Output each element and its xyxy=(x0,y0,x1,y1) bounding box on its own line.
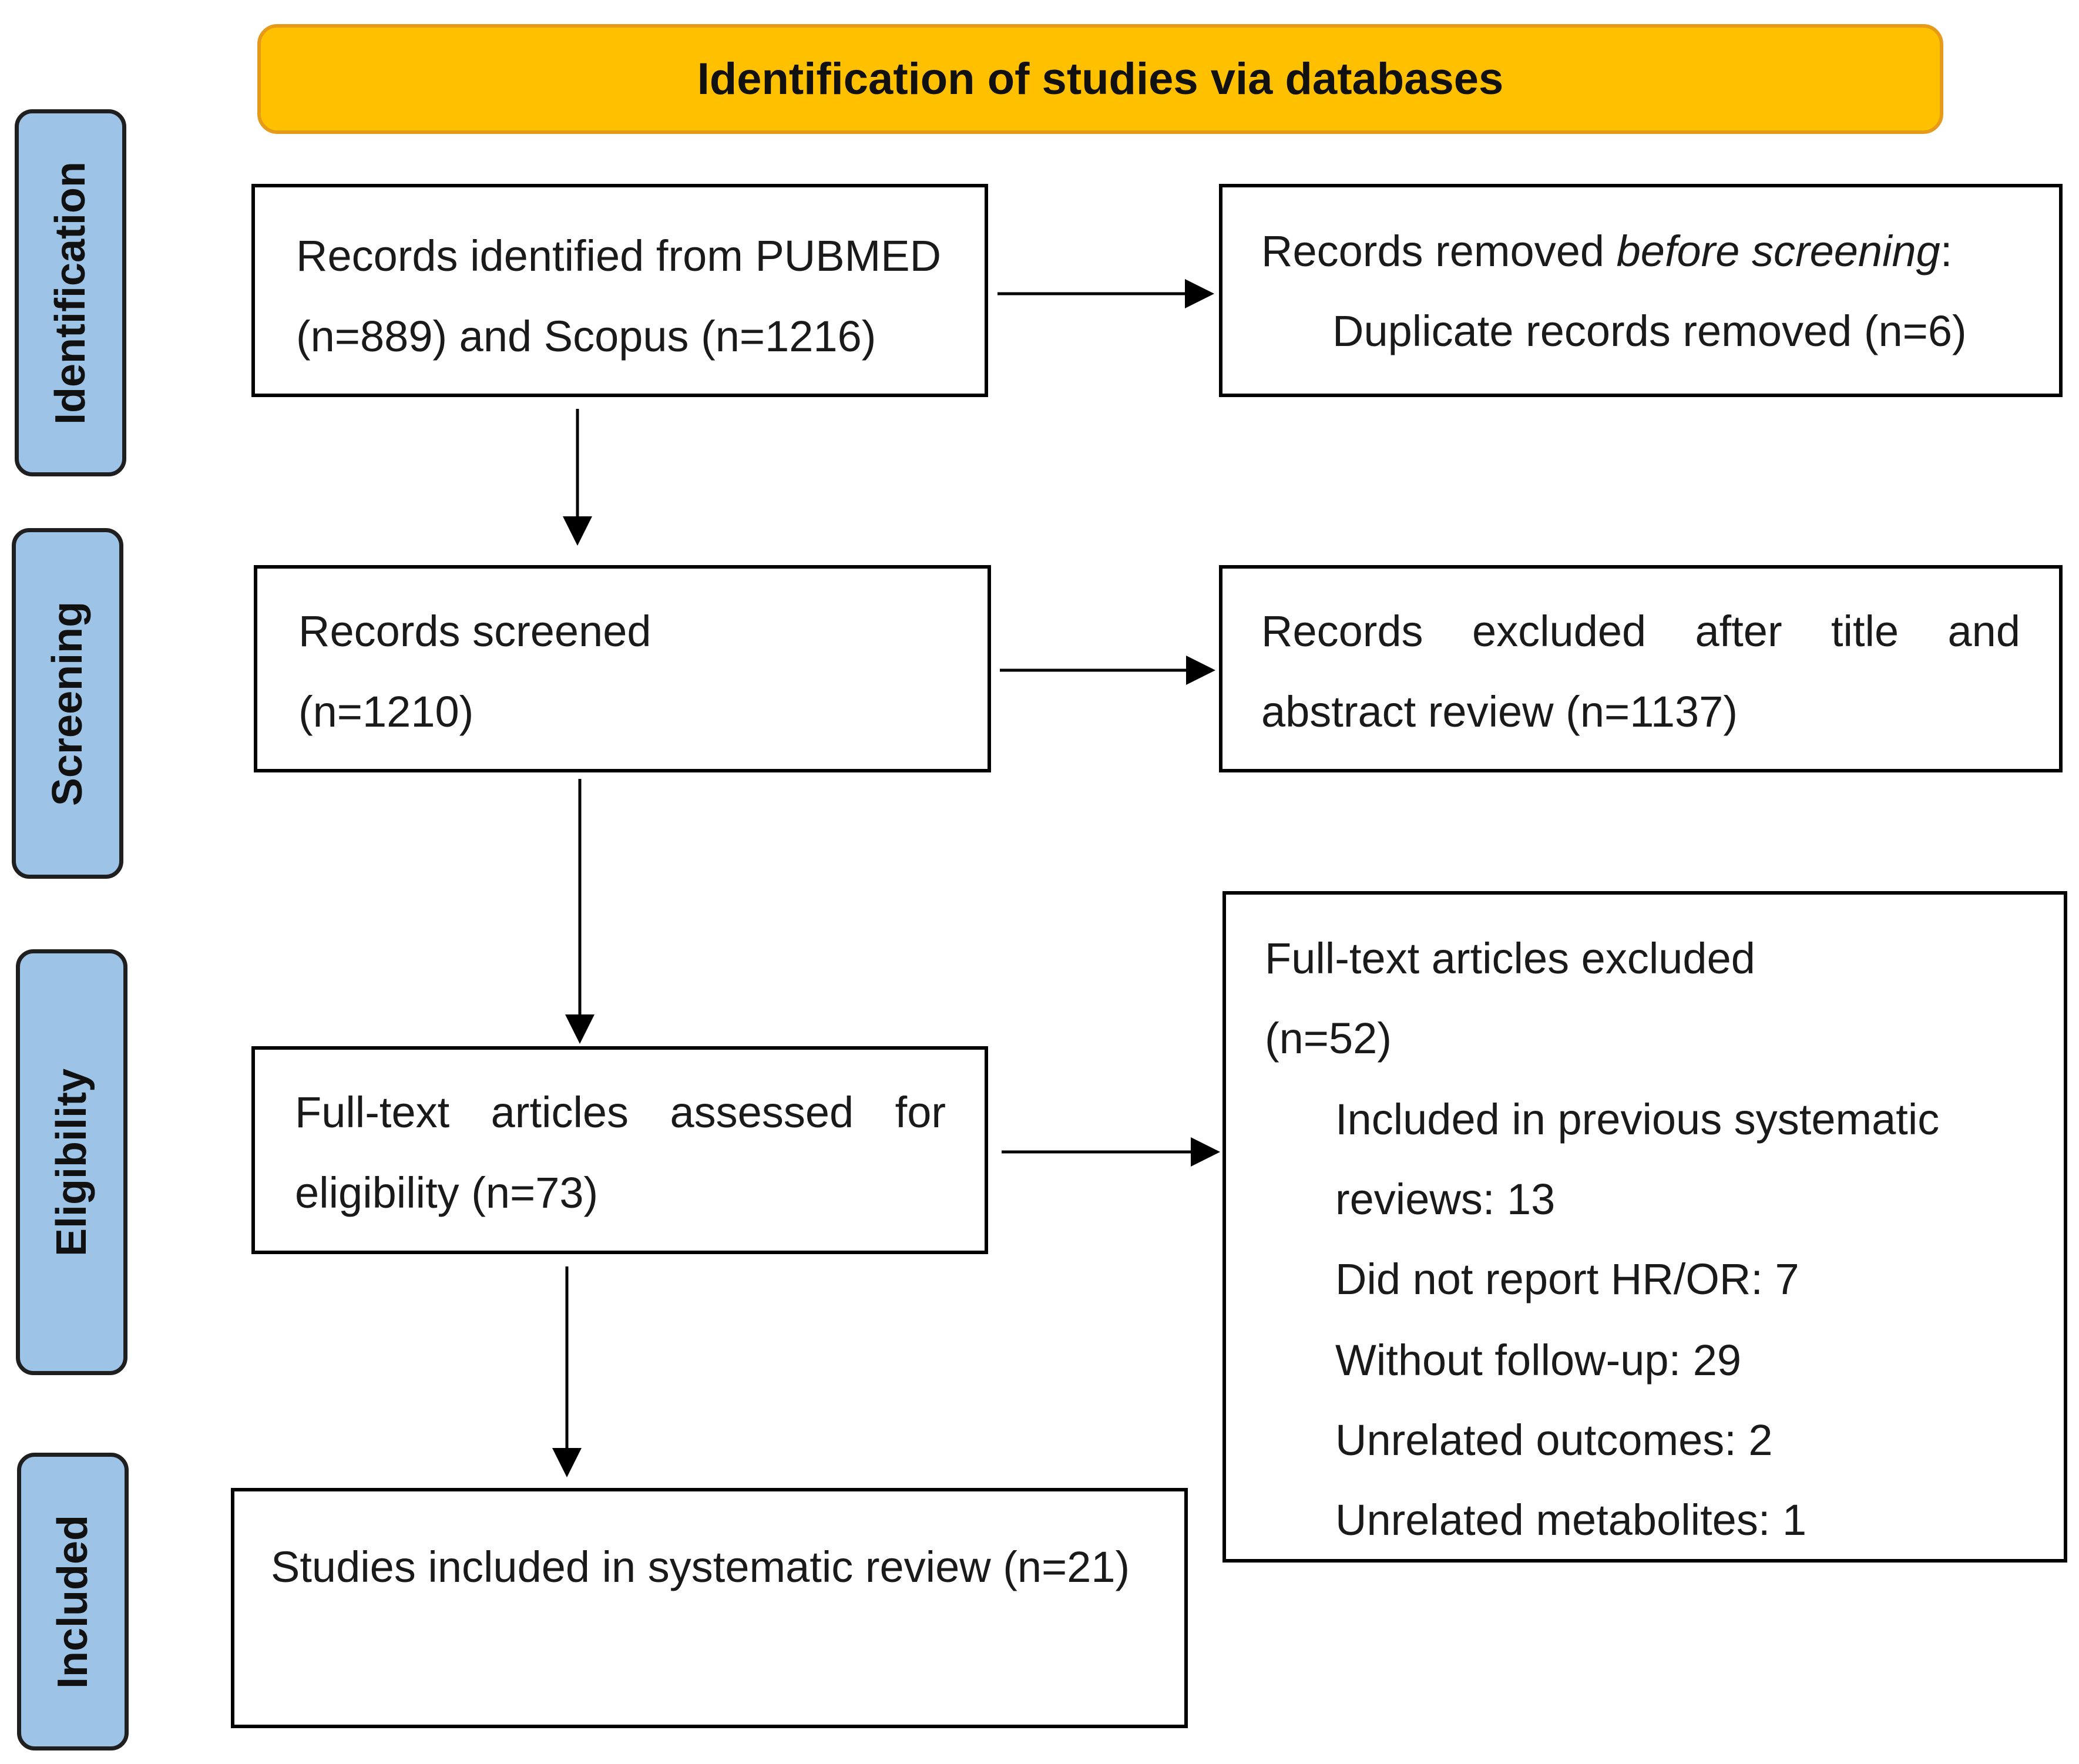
fulltext-assessed-line2: eligibility (n=73) xyxy=(295,1168,599,1217)
fulltext-assessed-word: Full-text xyxy=(295,1088,450,1137)
records-excluded-word: title xyxy=(1831,607,1899,656)
records-screened-line1: Records screened xyxy=(298,607,651,656)
records-screened-line2: (n=1210) xyxy=(298,687,474,736)
stage-screening: Screening xyxy=(12,528,123,879)
stage-included: Included xyxy=(17,1453,129,1750)
records-excluded-line1: Records excluded after title and xyxy=(1261,610,2020,653)
exclusion-reason: Unrelated outcomes: 2 xyxy=(1335,1416,1773,1464)
stage-eligibility: Eligibility xyxy=(16,949,127,1375)
studies-included-box: Studies included in systematic review (n… xyxy=(231,1488,1188,1728)
records-identified-line1: Records identified from PUBMED xyxy=(296,231,942,280)
fulltext-assessed-word: articles xyxy=(491,1088,629,1137)
exclusion-reason: Included in previous systematic xyxy=(1335,1095,1940,1144)
records-excluded-word: excluded xyxy=(1472,607,1647,656)
records-removed-line1: Records removed before screening: xyxy=(1261,230,1952,273)
records-screened-box: Records screened (n=1210) xyxy=(254,565,991,772)
fulltext-excluded-box: Full-text articles excluded (n=52) Inclu… xyxy=(1222,891,2067,1563)
fulltext-assessed-word: for xyxy=(895,1088,946,1137)
exclusion-reason: Without follow-up: 29 xyxy=(1335,1336,1742,1385)
stage-identification: Identification xyxy=(15,109,126,476)
header-title: Identification of studies via databases xyxy=(697,54,1504,104)
records-excluded-box: Records excluded after title and abstrac… xyxy=(1219,565,2063,772)
fulltext-assessed-line1: Full-text articles assessed for xyxy=(295,1091,946,1134)
fulltext-assessed-word: assessed xyxy=(670,1088,854,1137)
records-excluded-word: and xyxy=(1947,607,2020,656)
records-identified-line2: (n=889) and Scopus (n=1216) xyxy=(296,312,876,361)
records-removed-suffix: : xyxy=(1940,227,1953,275)
header-banner: Identification of studies via databases xyxy=(257,24,1943,134)
records-removed-prefix: Records removed xyxy=(1261,227,1617,275)
fulltext-excluded-line1: Full-text articles excluded xyxy=(1265,934,1755,983)
fulltext-excluded-line2: (n=52) xyxy=(1265,1014,1392,1063)
exclusion-reason: Unrelated metabolites: 1 xyxy=(1335,1496,1807,1544)
records-removed-line2: Duplicate records removed (n=6) xyxy=(1332,307,1967,355)
records-removed-box: Records removed before screening: Duplic… xyxy=(1219,184,2063,397)
records-excluded-word: Records xyxy=(1261,607,1423,656)
records-excluded-word: after xyxy=(1695,607,1782,656)
studies-included-line1: Studies included in systematic review (n… xyxy=(271,1543,1130,1591)
records-excluded-line2: abstract review (n=1137) xyxy=(1261,687,1738,736)
records-identified-box: Records identified from PUBMED (n=889) a… xyxy=(251,184,988,397)
fulltext-assessed-box: Full-text articles assessed for eligibil… xyxy=(251,1046,988,1254)
records-removed-italic: before screening xyxy=(1616,227,1940,275)
exclusion-reason: Did not report HR/OR: 7 xyxy=(1335,1255,1799,1303)
exclusion-reason: reviews: 13 xyxy=(1335,1175,1556,1224)
